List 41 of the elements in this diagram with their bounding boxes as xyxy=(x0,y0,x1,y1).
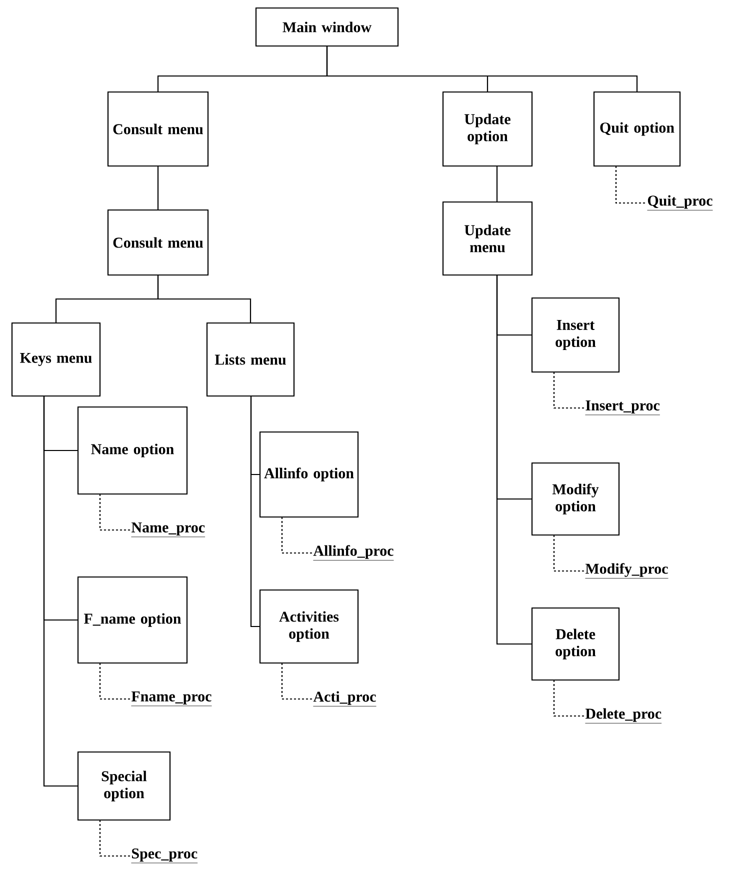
leader-line xyxy=(99,494,130,531)
connector-line xyxy=(43,396,78,787)
procedure-label: Allinfo_proc xyxy=(313,545,394,560)
menu-box: Main window xyxy=(255,7,399,47)
procedure-label: Name_proc xyxy=(131,522,206,538)
menu-box: Consult menu xyxy=(107,91,209,167)
connector-line xyxy=(250,396,260,628)
connector-line xyxy=(326,46,638,92)
procedure-label: Delete_proc xyxy=(585,708,662,724)
procedure-label: Insert_proc xyxy=(585,400,660,416)
menu-box: F_name option xyxy=(77,576,188,664)
menu-box: Activities option xyxy=(259,589,359,664)
leader-line xyxy=(553,535,584,572)
leader-line xyxy=(99,820,130,857)
menu-box: Lists menu xyxy=(206,322,295,397)
leader-line xyxy=(99,663,130,700)
procedure-label: Spec_proc xyxy=(131,848,198,864)
leader-line xyxy=(553,372,584,409)
menu-box: Special option xyxy=(77,751,171,821)
menu-box: Update menu xyxy=(442,201,533,276)
procedure-label: Acti_proc xyxy=(313,691,376,706)
leader-line xyxy=(281,517,312,554)
menu-box: Allinfo option xyxy=(259,431,359,518)
connector-line xyxy=(157,276,252,322)
connector-line xyxy=(496,166,498,202)
menu-box: Modify option xyxy=(531,462,620,536)
menu-box: Delete option xyxy=(531,607,620,681)
menu-box: Quit option xyxy=(593,91,681,167)
leader-line xyxy=(281,663,312,700)
menu-box: Update option xyxy=(442,91,533,167)
menu-box: Insert option xyxy=(531,297,620,373)
procedure-label: Modify_proc xyxy=(585,563,668,578)
leader-line xyxy=(615,166,646,204)
menu-box: Name option xyxy=(77,406,188,495)
procedure-label: Fname_proc xyxy=(131,692,212,706)
connector-line xyxy=(157,166,159,210)
leader-line xyxy=(553,680,584,717)
menu-box: Keys menu xyxy=(11,322,101,397)
procedure-label: Quit_proc xyxy=(647,195,713,210)
connector-line xyxy=(496,275,532,645)
menu-box: Consult menu xyxy=(107,209,209,276)
